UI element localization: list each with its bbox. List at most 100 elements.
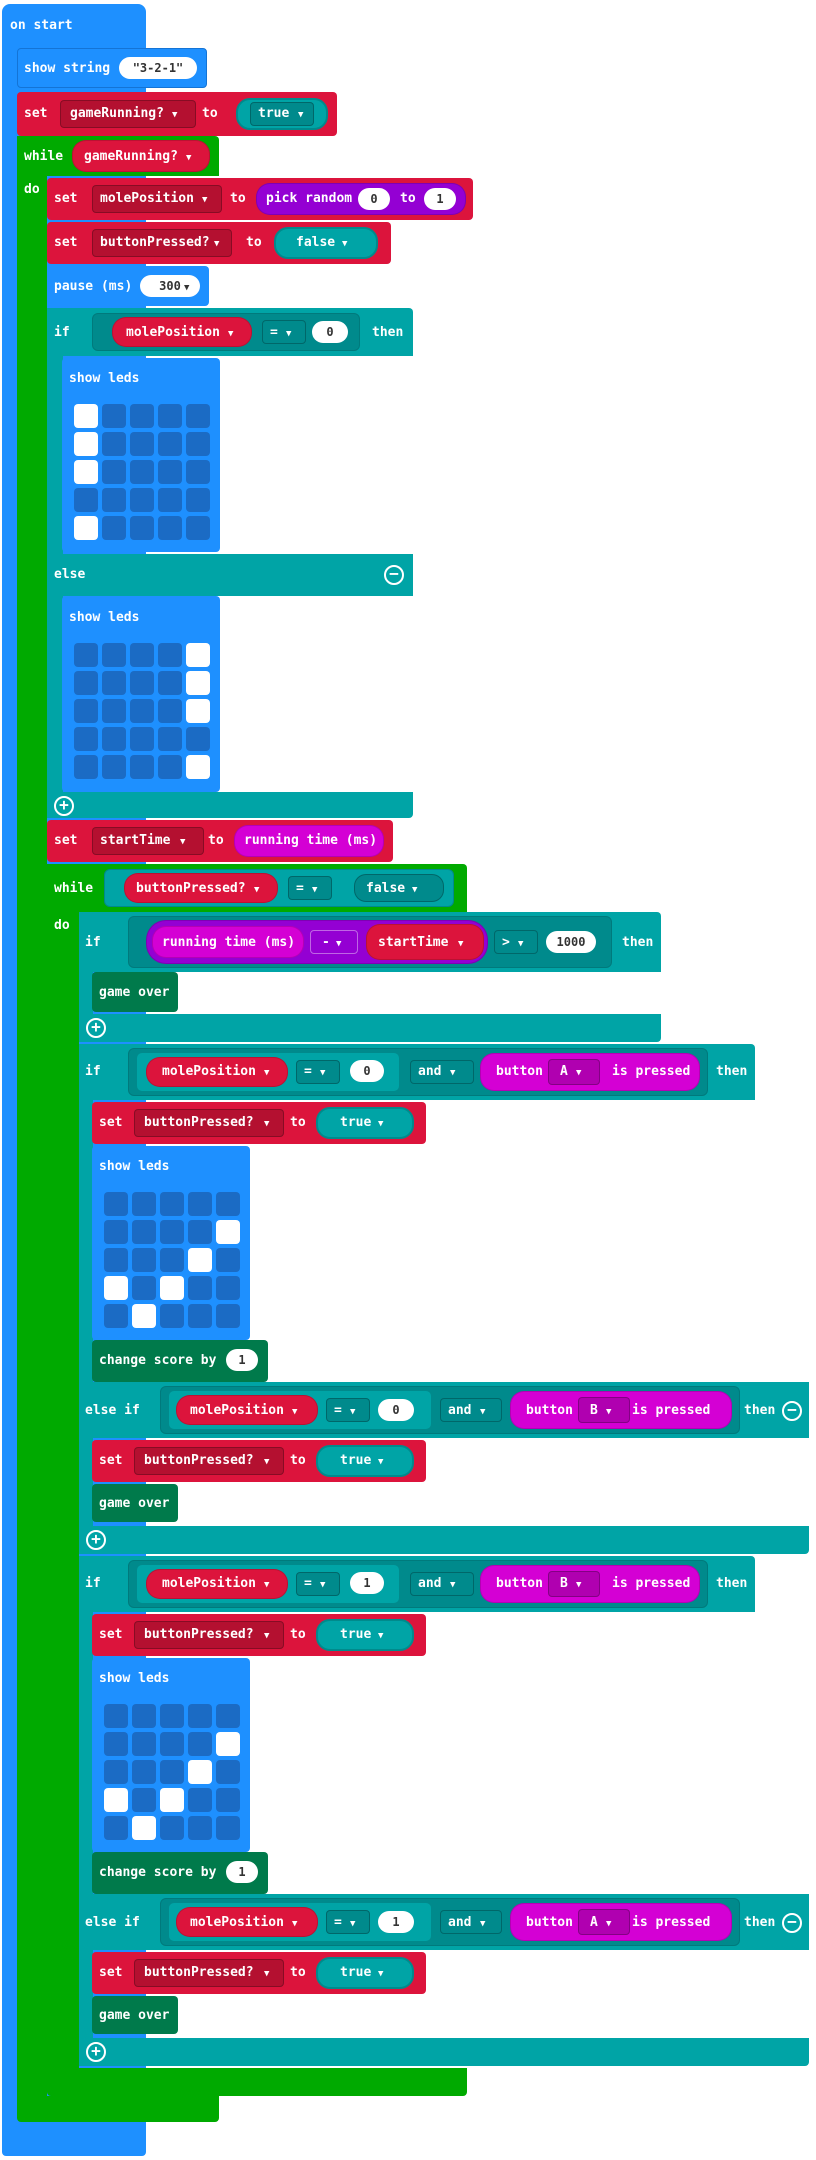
moleposition-pill[interactable] (176, 1395, 318, 1425)
led-cell[interactable] (74, 699, 98, 723)
compare-value[interactable]: 0 (378, 1399, 414, 1421)
led-cell[interactable] (158, 488, 182, 512)
led-cell[interactable] (186, 755, 210, 779)
led-cell[interactable] (186, 516, 210, 540)
led-cell[interactable] (104, 1760, 128, 1784)
led-cell[interactable] (104, 1276, 128, 1300)
led-cell[interactable] (188, 1276, 212, 1300)
moleposition-dropdown[interactable] (92, 185, 222, 213)
led-cell[interactable] (74, 727, 98, 751)
moleposition-pill[interactable] (146, 1569, 288, 1599)
led-cell[interactable] (158, 755, 182, 779)
led-cell[interactable] (102, 699, 126, 723)
led-cell[interactable] (104, 1816, 128, 1840)
led-cell[interactable] (186, 488, 210, 512)
led-cell[interactable] (132, 1192, 156, 1216)
led-cell[interactable] (104, 1192, 128, 1216)
led-cell[interactable] (74, 671, 98, 695)
led-cell[interactable] (158, 516, 182, 540)
led-cell[interactable] (104, 1704, 128, 1728)
true-dropdown[interactable] (250, 102, 314, 126)
led-cell[interactable] (102, 727, 126, 751)
led-cell[interactable] (160, 1192, 184, 1216)
and-dropdown[interactable] (440, 1398, 502, 1422)
button-dropdown[interactable] (578, 1397, 630, 1423)
buttonpressed-dropdown[interactable] (134, 1959, 284, 1987)
led-cell[interactable] (216, 1192, 240, 1216)
led-cell[interactable] (102, 516, 126, 540)
led-cell[interactable] (188, 1732, 212, 1756)
compare-value[interactable]: 1 (378, 1911, 414, 1933)
game-over-block[interactable] (92, 972, 178, 1012)
led-cell[interactable] (132, 1816, 156, 1840)
operator-dropdown[interactable] (326, 1910, 370, 1934)
led-cell[interactable] (104, 1248, 128, 1272)
led-cell[interactable] (188, 1816, 212, 1840)
led-grid-left-column[interactable] (74, 404, 214, 544)
led-cell[interactable] (102, 432, 126, 456)
running-time-pill[interactable] (152, 926, 304, 958)
true-value[interactable] (316, 1957, 414, 1989)
led-cell[interactable] (132, 1248, 156, 1272)
led-cell[interactable] (216, 1760, 240, 1784)
led-cell[interactable] (216, 1732, 240, 1756)
led-cell[interactable] (216, 1276, 240, 1300)
remove-else-if-icon[interactable]: − (782, 1913, 802, 1933)
and-dropdown[interactable] (440, 1910, 502, 1934)
led-cell[interactable] (160, 1816, 184, 1840)
true-value[interactable] (316, 1619, 414, 1651)
led-cell[interactable] (160, 1788, 184, 1812)
moleposition-var-pill[interactable] (112, 317, 252, 347)
led-cell[interactable] (158, 432, 182, 456)
button-dropdown[interactable] (578, 1909, 630, 1935)
led-cell[interactable] (74, 755, 98, 779)
starttime-dropdown[interactable] (92, 827, 204, 855)
led-cell[interactable] (188, 1788, 212, 1812)
false-value[interactable] (354, 874, 444, 902)
led-cell[interactable] (132, 1304, 156, 1328)
led-cell[interactable] (186, 404, 210, 428)
button-dropdown[interactable] (548, 1571, 600, 1597)
operator-dropdown[interactable] (288, 876, 332, 900)
led-cell[interactable] (102, 488, 126, 512)
led-cell[interactable] (74, 404, 98, 428)
led-cell[interactable] (158, 460, 182, 484)
pick-random-max[interactable]: 1 (424, 188, 456, 210)
running-time-pill[interactable] (234, 825, 384, 857)
moleposition-pill[interactable] (176, 1907, 318, 1937)
led-cell[interactable] (132, 1788, 156, 1812)
led-cell[interactable] (130, 671, 154, 695)
led-cell[interactable] (102, 643, 126, 667)
led-cell[interactable] (132, 1760, 156, 1784)
remove-else-icon[interactable]: − (384, 565, 404, 585)
buttonpressed-dropdown[interactable] (134, 1621, 284, 1649)
add-else-icon[interactable]: + (86, 2042, 106, 2062)
add-else-icon[interactable]: + (54, 796, 74, 816)
operator-dropdown[interactable] (296, 1060, 340, 1084)
led-cell[interactable] (188, 1760, 212, 1784)
led-cell[interactable] (74, 488, 98, 512)
led-cell[interactable] (186, 432, 210, 456)
led-cell[interactable] (160, 1220, 184, 1244)
remove-else-if-icon[interactable]: − (782, 1401, 802, 1421)
led-cell[interactable] (186, 727, 210, 751)
led-cell[interactable] (74, 643, 98, 667)
compare-value[interactable]: 0 (312, 321, 348, 343)
threshold-value[interactable]: 1000 (546, 931, 596, 953)
led-cell[interactable] (104, 1220, 128, 1244)
led-cell[interactable] (130, 727, 154, 751)
led-cell[interactable] (130, 643, 154, 667)
pick-random-min[interactable]: 0 (358, 188, 390, 210)
led-cell[interactable] (104, 1788, 128, 1812)
true-value[interactable] (316, 1107, 414, 1139)
led-cell[interactable] (160, 1304, 184, 1328)
led-cell[interactable] (188, 1220, 212, 1244)
led-cell[interactable] (188, 1248, 212, 1272)
operator-dropdown[interactable] (494, 930, 538, 954)
led-cell[interactable] (158, 727, 182, 751)
while-condition[interactable] (72, 140, 210, 172)
operator-dropdown[interactable] (296, 1572, 340, 1596)
led-cell[interactable] (160, 1732, 184, 1756)
led-cell[interactable] (130, 460, 154, 484)
led-cell[interactable] (158, 699, 182, 723)
